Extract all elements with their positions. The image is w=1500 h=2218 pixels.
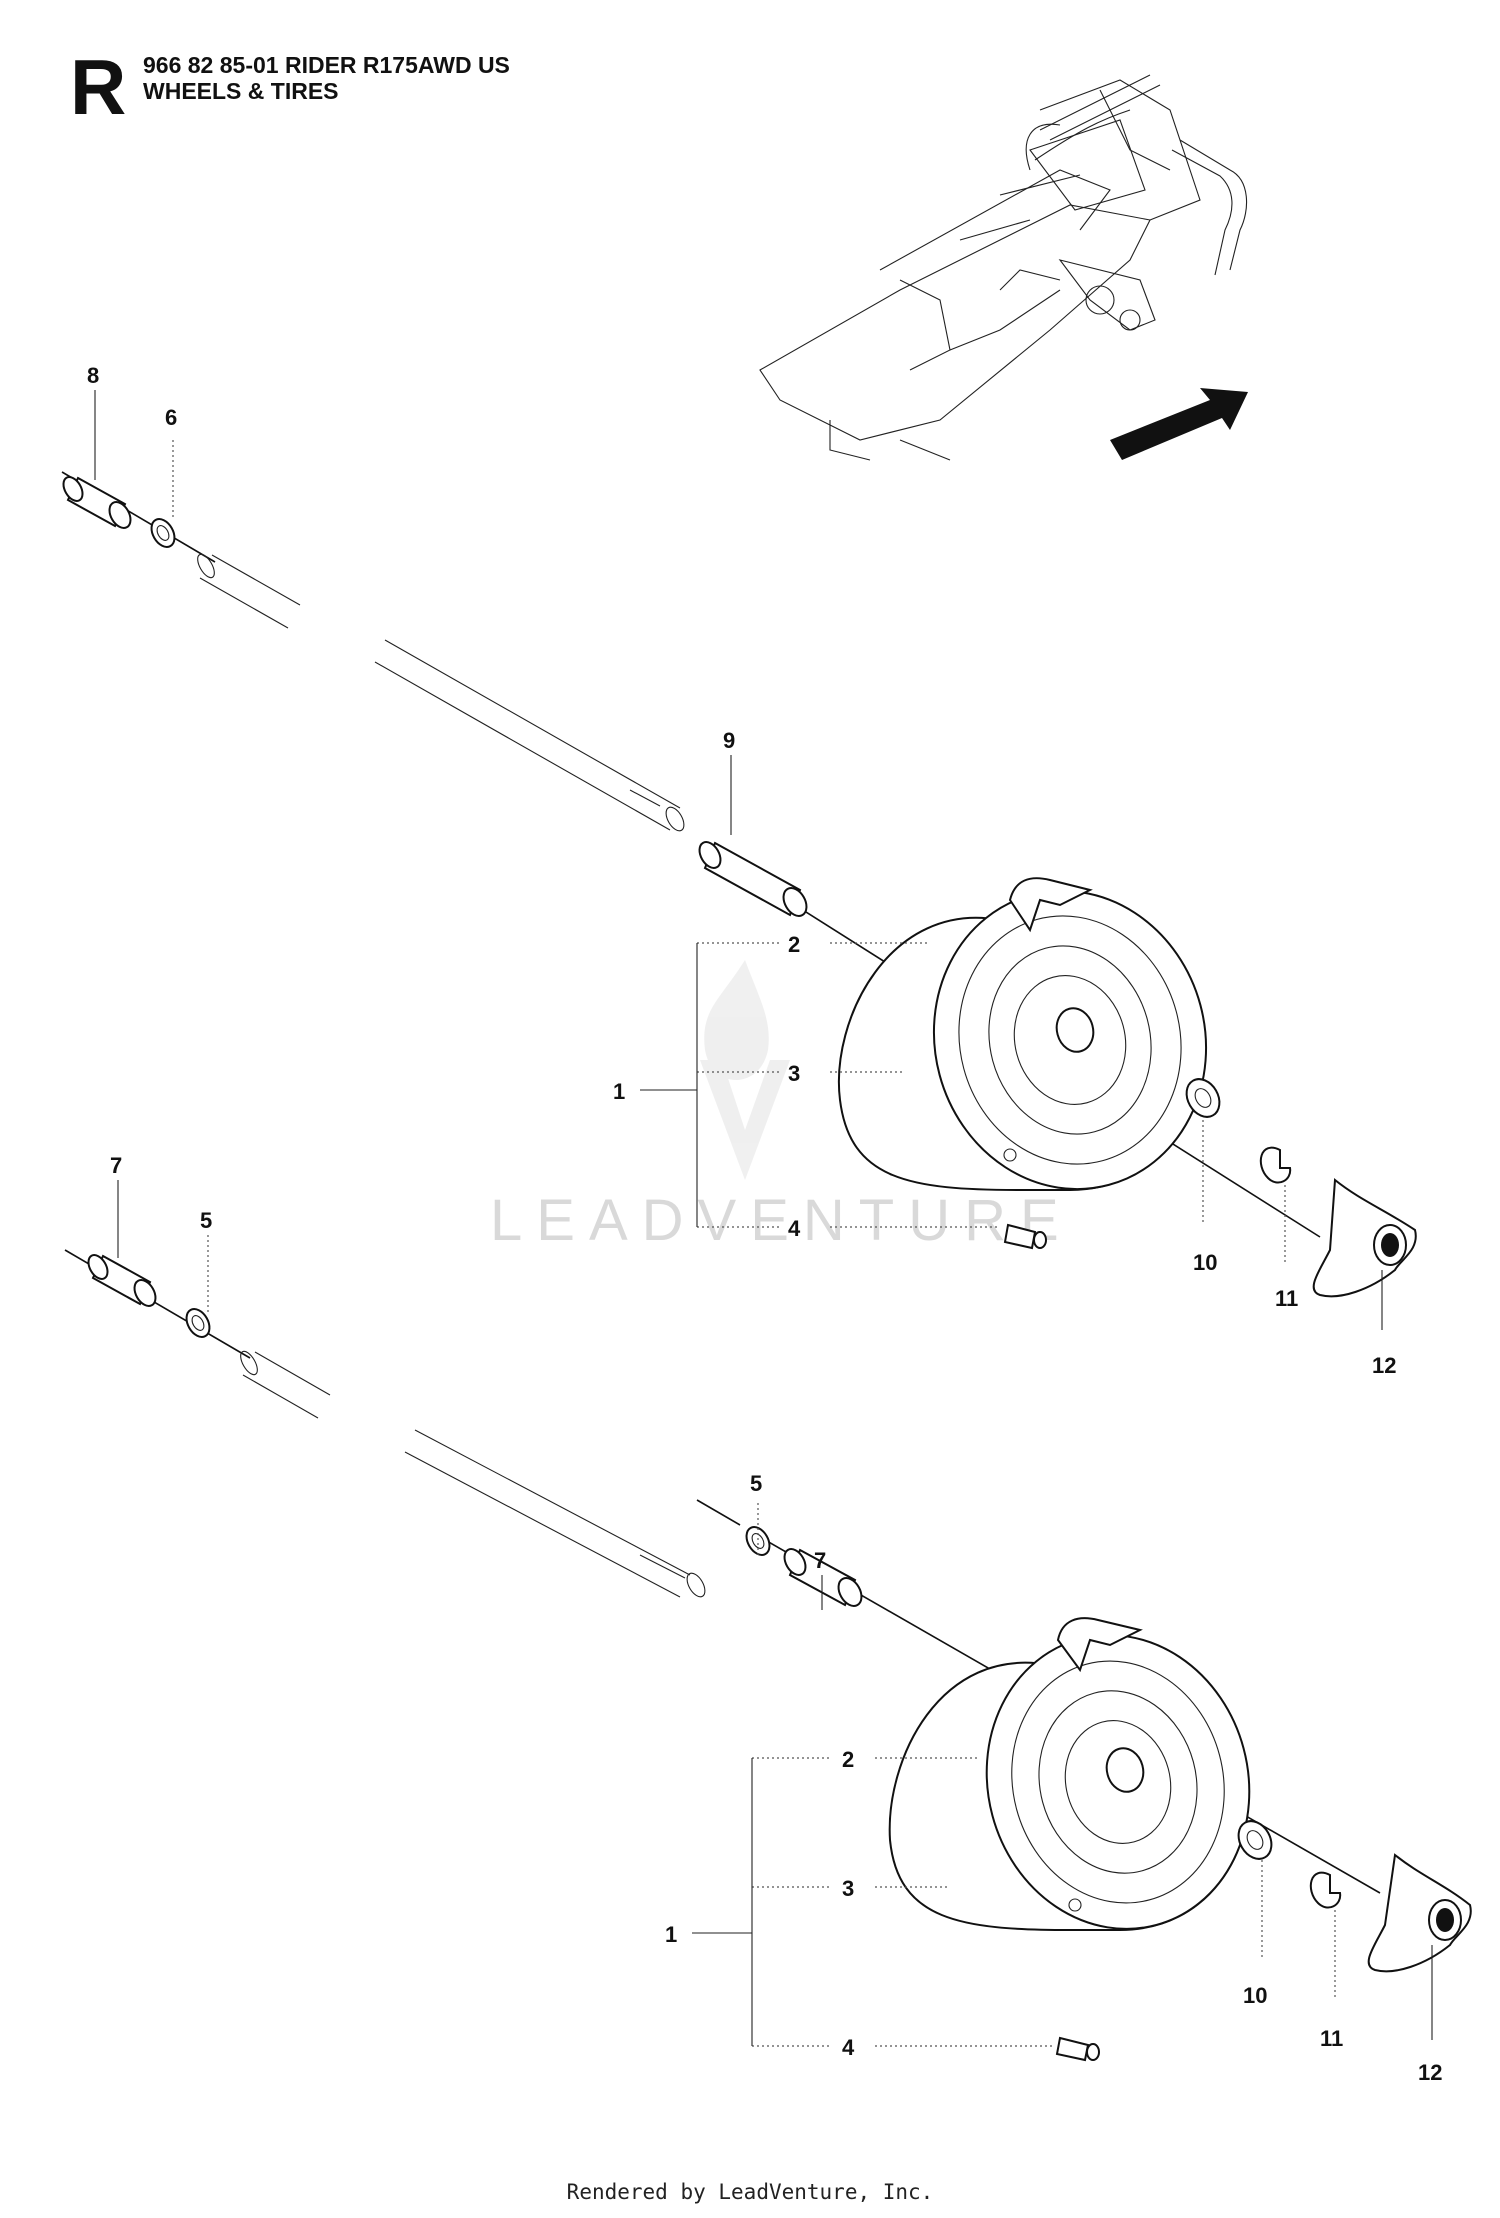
axle-shaft-lower xyxy=(240,1350,706,1598)
callout-9-upper: 9 xyxy=(723,728,735,753)
callout-12-lower: 12 xyxy=(1418,2060,1442,2085)
footer-credit: Rendered by LeadVenture, Inc. xyxy=(566,2180,934,2204)
washer-5-lower-left xyxy=(185,1308,211,1338)
bushing-9-upper xyxy=(698,841,808,917)
wheel-tire-upper xyxy=(837,877,1208,1191)
valve-stem-4-lower xyxy=(1055,2036,1100,2062)
callout-11-lower: 11 xyxy=(1320,2026,1343,2051)
callout-2-lower: 2 xyxy=(842,1747,854,1772)
washer-10-lower xyxy=(1237,1820,1273,1860)
leader-lines-lower xyxy=(117,1180,1433,2047)
watermark-text: LEADVENTURE xyxy=(490,1188,1073,1253)
washer-6-upper xyxy=(150,518,176,548)
bushing-7-lower-left xyxy=(87,1254,157,1307)
axle-shaft-upper xyxy=(197,553,685,832)
callout-6-upper: 6 xyxy=(165,405,177,430)
callout-4-upper: 4 xyxy=(788,1216,801,1241)
callout-1-lower: 1 xyxy=(665,1922,677,1947)
callout-1-upper: 1 xyxy=(613,1079,625,1104)
e-clip-11-lower xyxy=(1309,1871,1342,1909)
callout-8-upper: 8 xyxy=(87,363,99,388)
diagram-model-title: 966 82 85-01 RIDER R175AWD US xyxy=(143,52,510,78)
view-direction-arrow-icon xyxy=(1110,388,1248,460)
callout-7-lower-left: 7 xyxy=(110,1153,122,1178)
callout-10-lower: 10 xyxy=(1243,1983,1267,2008)
hub-cap-12-upper xyxy=(1312,1178,1417,1298)
callout-4-lower: 4 xyxy=(842,2035,855,2060)
callout-7-lower-right: 7 xyxy=(814,1548,826,1573)
bushing-8-upper xyxy=(62,476,132,529)
leader-lines-upper xyxy=(94,390,1383,1330)
washer-10-upper xyxy=(1185,1078,1221,1118)
diagram-section-title: WHEELS & TIRES xyxy=(143,78,339,104)
callout-5-lower-right: 5 xyxy=(750,1471,762,1496)
watermark-logo xyxy=(700,960,790,1180)
callout-12-upper: 12 xyxy=(1372,1353,1396,1378)
callout-5-lower-left: 5 xyxy=(200,1208,212,1233)
hub-cap-12-lower xyxy=(1367,1853,1472,1973)
e-clip-11-upper xyxy=(1259,1146,1292,1184)
callout-2-upper: 2 xyxy=(788,932,800,957)
frame-locator-thumbnail xyxy=(759,74,1248,461)
upper-wheel-assembly xyxy=(61,471,1417,1298)
lower-wheel-assembly xyxy=(64,1249,1472,2062)
callout-3-upper: 3 xyxy=(788,1061,800,1086)
washer-5-lower-right xyxy=(745,1526,771,1556)
section-letter: R xyxy=(70,43,127,131)
wheel-tire-lower xyxy=(888,1617,1251,1931)
valve-stem-4-upper xyxy=(1003,1223,1047,1250)
callout-11-upper: 11 xyxy=(1275,1286,1298,1311)
callout-10-upper: 10 xyxy=(1193,1250,1217,1275)
callout-3-lower: 3 xyxy=(842,1876,854,1901)
